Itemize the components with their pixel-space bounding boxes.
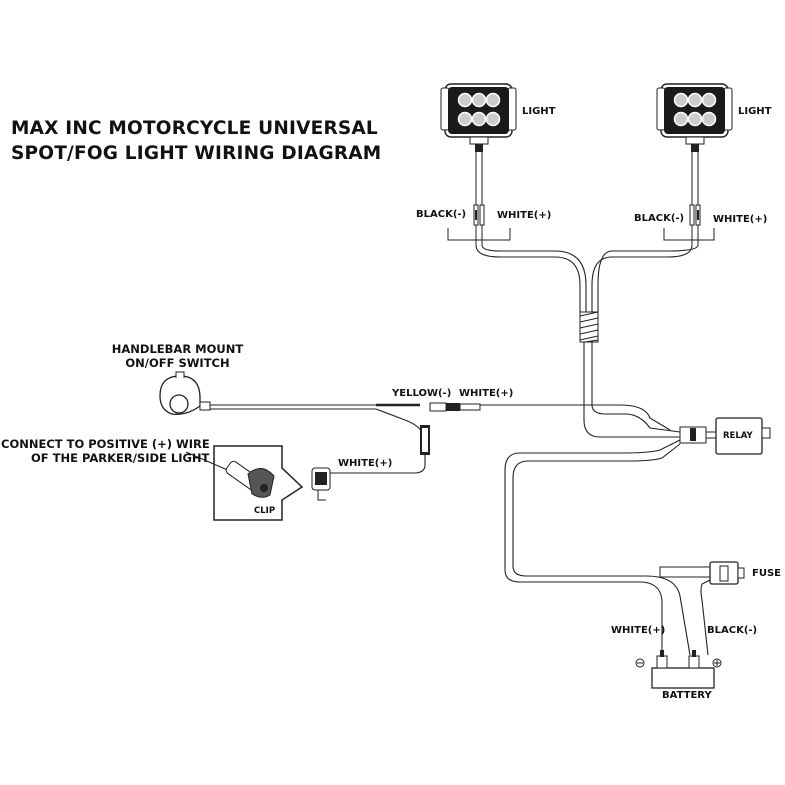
clip-label: CLIP xyxy=(254,506,276,516)
yellow-label: YELLOW(-) xyxy=(392,388,452,399)
diagram-title-line2: SPOT/FOG LIGHT WIRING DIAGRAM xyxy=(11,143,382,164)
battery-icon xyxy=(635,650,722,689)
connect-label-line2: OF THE PARKER/SIDE LIGHT xyxy=(31,451,210,465)
battery-harness xyxy=(504,439,711,656)
black-left-label: BLACK(-) xyxy=(416,209,467,220)
light-icon xyxy=(656,83,733,152)
white-clip-label: WHITE(+) xyxy=(338,458,393,469)
relay-label: RELAY xyxy=(723,431,753,441)
switch-label-line2: ON/OFF SWITCH xyxy=(125,356,230,370)
light-right-label: LIGHT xyxy=(738,106,772,117)
fuse-icon xyxy=(700,561,745,656)
connect-label-line1: CONNECT TO POSITIVE (+) WIRE xyxy=(1,437,210,451)
light-icon xyxy=(440,83,517,152)
fuse-label: FUSE xyxy=(752,568,781,579)
black-battery-label: BLACK(-) xyxy=(707,625,758,636)
black-right-label: BLACK(-) xyxy=(634,213,685,224)
switch-label-line1: HANDLEBAR MOUNT xyxy=(111,342,244,356)
connector-icon xyxy=(311,467,331,501)
switch-icon xyxy=(159,371,211,415)
white-battery-label: WHITE(+) xyxy=(611,625,666,636)
switch-wire xyxy=(210,402,671,474)
y-harness xyxy=(475,244,699,438)
clip-icon xyxy=(185,445,304,521)
relay-icon xyxy=(679,417,771,455)
diagram-title-line1: MAX INC MOTORCYCLE UNIVERSAL xyxy=(11,118,378,139)
light-lead-wires xyxy=(447,152,715,245)
white-right-label: WHITE(+) xyxy=(713,214,768,225)
white-switch-label: WHITE(+) xyxy=(459,388,514,399)
battery-label: BATTERY xyxy=(662,690,712,701)
light-left-label: LIGHT xyxy=(522,106,556,117)
white-left-label: WHITE(+) xyxy=(497,210,552,221)
